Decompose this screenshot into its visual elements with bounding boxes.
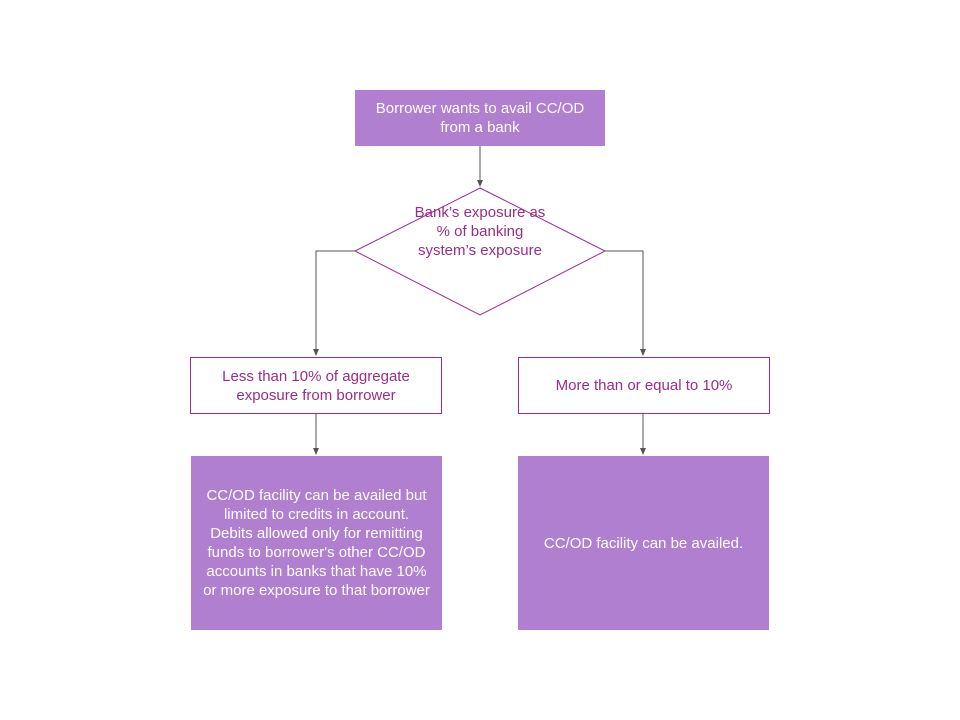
decision-diamond bbox=[353, 187, 607, 316]
result-right-label: CC/OD facility can be availed. bbox=[543, 534, 744, 552]
branch-right-node: More than or equal to 10% bbox=[518, 357, 770, 414]
result-left-node: CC/OD facility can be availed but limite… bbox=[191, 456, 442, 630]
decision-node-label: Bank’s exposure as % of banking system’s… bbox=[414, 204, 546, 259]
connector-decision-to-right bbox=[605, 250, 646, 356]
branch-left-node: Less than 10% of aggregate exposure from… bbox=[190, 357, 442, 414]
connector-decision-to-left bbox=[313, 250, 355, 356]
start-node: Borrower wants to avail CC/OD from a ban… bbox=[355, 90, 605, 146]
branch-right-label: More than or equal to 10% bbox=[555, 377, 733, 394]
result-right-node: CC/OD facility can be availed. bbox=[518, 456, 769, 630]
result-left-label: CC/OD facility can be availed but limite… bbox=[203, 487, 430, 599]
branch-left-label: Less than 10% of aggregate exposure from… bbox=[222, 367, 410, 404]
start-node-label: Borrower wants to avail CC/OD from a ban… bbox=[375, 100, 585, 136]
